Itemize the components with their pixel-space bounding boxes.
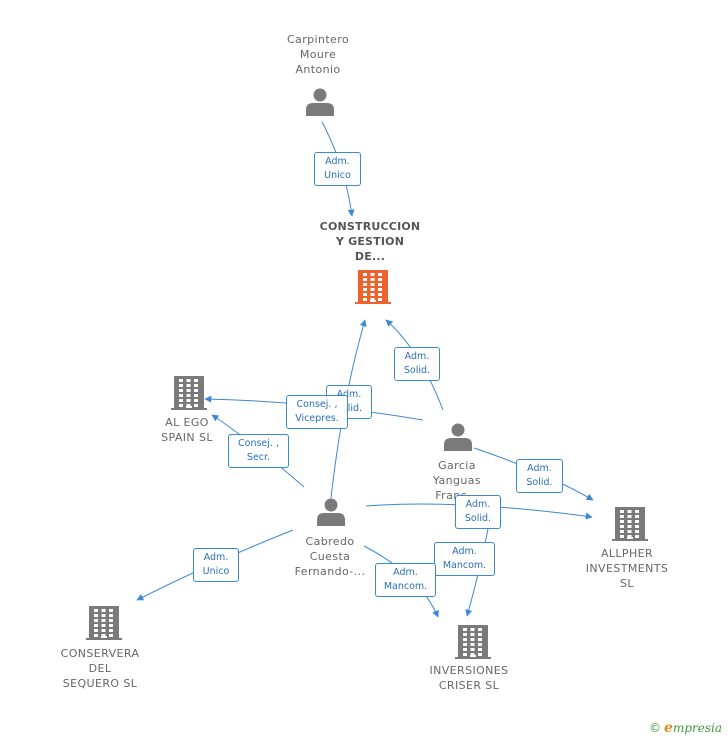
- edge-label-garcia-construccion: Adm. Solid.: [394, 347, 440, 381]
- icons-layer: [86, 88, 648, 659]
- building-icon-construccion[interactable]: [355, 270, 391, 304]
- edge-label-garcia-alego: Consej. , Vicepres.: [286, 395, 348, 429]
- edge-label-cabredo-allpher: Adm. Solid.: [455, 495, 501, 529]
- edge-label-carpintero-construccion: Adm. Unico: [314, 152, 361, 186]
- edge-label-cabredo-conservera: Adm. Unico: [193, 548, 239, 582]
- node-label-inversiones[interactable]: INVERSIONES CRISER SL: [429, 664, 509, 692]
- node-label-allpher[interactable]: ALLPHER INVESTMENTS SL: [585, 547, 669, 590]
- edge-label-garcia-allpher: Adm. Solid.: [516, 459, 563, 493]
- edge-label-cabredo-inversiones: Adm. Mancom.: [375, 563, 436, 597]
- node-label-conservera[interactable]: CONSERVERA DEL SEQUERO SL: [60, 647, 140, 690]
- person-icon-garcia[interactable]: [444, 423, 472, 452]
- building-icon-alego[interactable]: [171, 376, 207, 410]
- edge-label-garcia-inversiones: Adm. Mancom.: [434, 542, 495, 576]
- building-icon-conservera[interactable]: [86, 606, 122, 640]
- edge-label-cabredo-alego: Consej. , Secr.: [228, 434, 289, 468]
- person-icon-carpintero[interactable]: [306, 88, 334, 117]
- building-icon-inversiones[interactable]: [455, 625, 491, 659]
- node-label-carpintero: Carpintero Moure Antonio: [286, 33, 350, 76]
- copyright-icon: ©: [649, 721, 662, 735]
- person-icon-cabredo[interactable]: [317, 498, 345, 527]
- empresia-logo: ©empresia: [649, 720, 722, 736]
- node-label-cabredo[interactable]: Cabredo Cuesta Fernando-...: [294, 535, 366, 578]
- node-label-construccion[interactable]: CONSTRUCCION Y GESTION DE...: [319, 220, 421, 263]
- node-label-alego[interactable]: AL EGO SPAIN SL: [161, 416, 213, 444]
- building-icon-allpher[interactable]: [612, 507, 648, 541]
